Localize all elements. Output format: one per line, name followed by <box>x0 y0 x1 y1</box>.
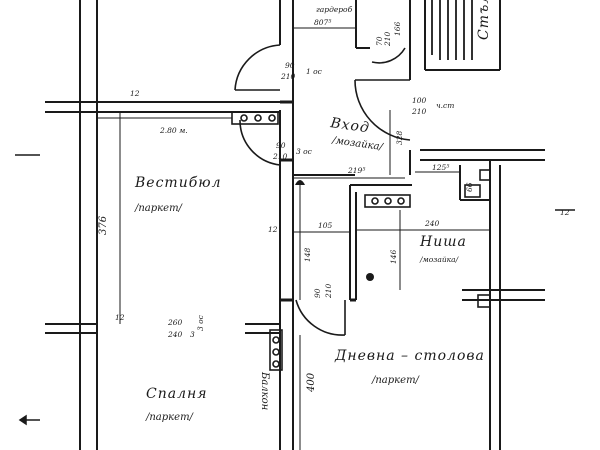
door-upper-note: 1 ос <box>306 67 323 76</box>
bedroom-window-b: 240 <box>167 330 183 339</box>
small-box <box>479 169 491 181</box>
section-markers <box>15 154 575 426</box>
dim-12-low: 12 <box>115 313 125 322</box>
entry-door-arc <box>354 79 411 141</box>
door-mid-a: 90 <box>276 141 286 150</box>
wall-ends <box>280 100 356 302</box>
balcony-name: Балкон <box>259 371 270 410</box>
niche-dot <box>366 273 374 281</box>
bedroom-wardrobe <box>269 329 283 371</box>
cabinet-knob <box>371 197 379 205</box>
bedroom-floor: /паркет/ <box>145 412 195 423</box>
section-arrow <box>18 414 27 426</box>
wardrobe-door-a: 70 <box>375 36 384 46</box>
cabinet-knob <box>272 336 280 344</box>
dim-328-text: 328 <box>395 130 404 145</box>
dim-125-text: 125⁵ <box>432 163 449 172</box>
dim-240-text: 240 <box>424 219 440 228</box>
dim-146-text: 146 <box>389 249 398 264</box>
dim-148-text: 148 <box>303 247 312 262</box>
living-door-arc <box>295 299 346 336</box>
small-box <box>477 294 491 308</box>
dim-807-text: 807⁵ <box>314 18 331 27</box>
living-name: Дневна – столова <box>334 348 485 364</box>
cabinet-knob <box>272 348 280 356</box>
niche-cabinet <box>364 194 411 208</box>
vestibule-name: Вестибюл <box>134 175 222 191</box>
dim-376-text: 376 <box>98 215 109 235</box>
cabinet-knob <box>384 197 392 205</box>
doors <box>234 44 411 336</box>
dim-66-text: 66 <box>465 182 474 192</box>
bedroom-window-a: 260 <box>167 318 183 327</box>
niche-name: Ниша <box>419 234 467 250</box>
wardrobe-door-b: 210 <box>383 31 392 47</box>
vestibule-floor: /паркет/ <box>134 203 184 214</box>
entry-door-b: 210 <box>411 107 427 116</box>
cabinet-knob <box>240 114 248 122</box>
wardrobe-name: гардероб <box>316 5 353 14</box>
dim-280-text: 2.80 м. <box>159 126 188 135</box>
entrance-floor: /мозайка/ <box>331 135 385 153</box>
cabinet-knob <box>254 114 262 122</box>
cabinet-knob <box>272 360 280 368</box>
wardrobe-door-c: 166 <box>393 21 402 36</box>
dim-12-mid: 12 <box>268 225 278 234</box>
entry-door-note: ч.ст <box>436 101 454 110</box>
door-mid-note: 3 ос <box>296 147 313 156</box>
stairs-name: Стълби <box>476 0 492 40</box>
niche-floor: /мозайка/ <box>419 255 460 264</box>
bedroom-name: Спалня <box>146 386 207 402</box>
entrance-name: Вход <box>328 115 370 136</box>
living-floor: /паркет/ <box>371 375 421 386</box>
bedroom-window-note: 3 ос <box>196 314 205 331</box>
door-upper-b: 210 <box>280 72 296 81</box>
wardrobe-door-arc <box>371 47 406 64</box>
entry-door-a: 100 <box>412 96 427 105</box>
door-living-b: 210 <box>324 283 333 299</box>
dim-12-right: 12 <box>560 208 570 217</box>
door-living-a: 90 <box>313 288 322 298</box>
door-upper-a: 90 <box>285 61 295 70</box>
dim-219-text: 219⁵ <box>347 166 365 175</box>
walls <box>45 0 545 450</box>
cabinet-knob <box>397 197 405 205</box>
dim-12-top: 12 <box>130 89 140 98</box>
dim-400-text: 400 <box>306 372 317 393</box>
bedroom-window-n: 3 <box>190 330 195 339</box>
dim-105-text: 105 <box>318 221 333 230</box>
mid-door-arc <box>239 119 281 166</box>
small-box <box>464 184 481 198</box>
door-mid-b: 210 <box>272 152 288 161</box>
upper-door-arc <box>234 44 281 91</box>
cabinet-knob <box>268 114 276 122</box>
stairs <box>431 0 473 60</box>
dimension-lines <box>97 27 490 450</box>
